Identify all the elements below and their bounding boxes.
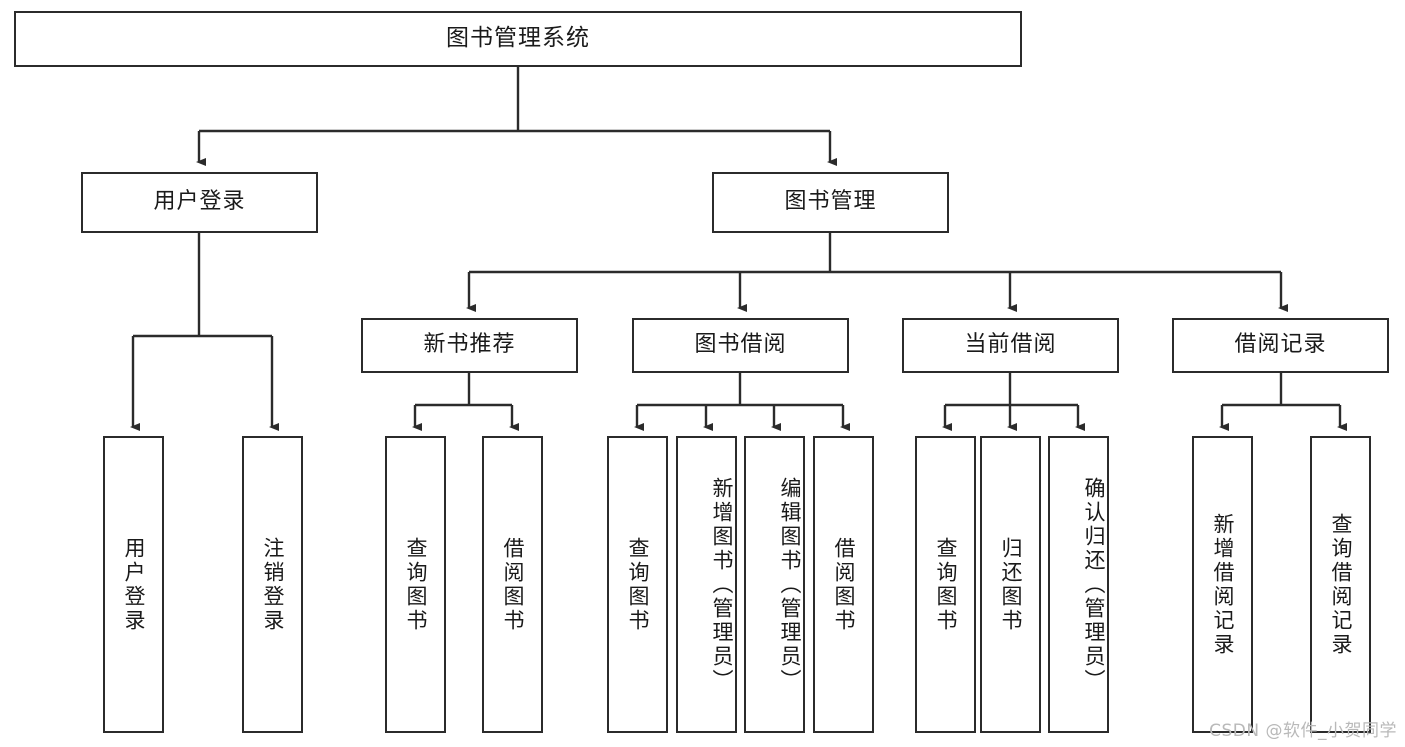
node-book-management[interactable]: 图书管理 [712,172,949,233]
leaf-user-login-logout[interactable]: 注销登录 [242,436,303,733]
leaf-label: 查询借阅记录 [1328,512,1353,657]
leaf-label: 查询图书 [403,536,428,633]
leaf-book-borrow-add-book-admin[interactable]: 新增图书（管理员） [676,436,737,733]
leaf-label: 新增借阅记录 [1210,512,1235,657]
node-book-borrow[interactable]: 图书借阅 [632,318,849,373]
node-user-login[interactable]: 用户登录 [81,172,318,233]
leaf-current-borrow-query-books[interactable]: 查询图书 [915,436,976,733]
node-new-book-recommend[interactable]: 新书推荐 [361,318,578,373]
leaf-book-borrow-edit-book-admin[interactable]: 编辑图书（管理员） [744,436,805,733]
node-root-system[interactable]: 图书管理系统 [14,11,1022,67]
leaf-borrow-record-add-record[interactable]: 新增借阅记录 [1192,436,1253,733]
leaf-label: 注销登录 [260,536,285,633]
leaf-borrow-record-query-record[interactable]: 查询借阅记录 [1310,436,1371,733]
leaf-book-borrow-borrow-books[interactable]: 借阅图书 [813,436,874,733]
leaf-label: 查询图书 [933,536,958,633]
csdn-watermark: CSDN @软件_小贺同学 [1209,721,1397,741]
leaf-label: 借阅图书 [500,536,525,633]
leaf-user-login-login[interactable]: 用户登录 [103,436,164,733]
leaf-current-borrow-confirm-return-admin[interactable]: 确认归还（管理员） [1048,436,1109,733]
node-borrow-record[interactable]: 借阅记录 [1172,318,1389,373]
leaf-label: 新增图书（管理员） [710,476,734,693]
leaf-label: 用户登录 [121,536,146,633]
leaf-label: 查询图书 [625,536,650,633]
node-current-borrow[interactable]: 当前借阅 [902,318,1119,373]
leaf-label: 借阅图书 [831,536,856,633]
leaf-current-borrow-return-books[interactable]: 归还图书 [980,436,1041,733]
leaf-label: 确认归还（管理员） [1082,476,1106,693]
leaf-label: 归还图书 [998,536,1023,633]
leaf-new-book-query-books[interactable]: 查询图书 [385,436,446,733]
leaf-book-borrow-query-books[interactable]: 查询图书 [607,436,668,733]
leaf-new-book-borrow-books[interactable]: 借阅图书 [482,436,543,733]
leaf-label: 编辑图书（管理员） [778,476,802,693]
